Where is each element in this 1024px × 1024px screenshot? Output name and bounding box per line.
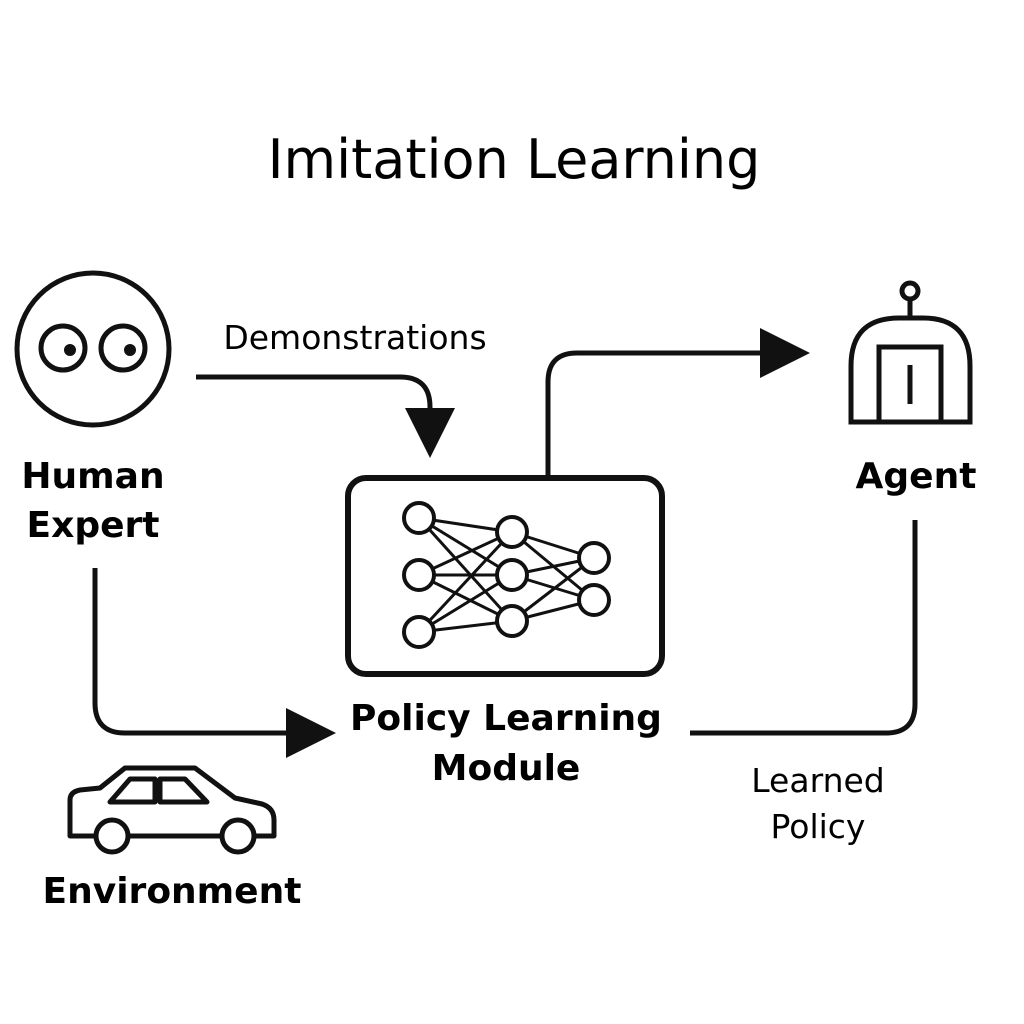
diagram-title: Imitation Learning — [268, 128, 761, 191]
learned-policy-label-line2: Policy — [771, 807, 866, 846]
neural-network-icon — [402, 501, 611, 649]
environment-label: Environment — [43, 871, 302, 912]
human-expert-label-line2: Expert — [27, 505, 160, 546]
policy-learning-module-label-line2: Module — [432, 748, 581, 789]
policy-learning-module-label-line1: Policy Learning — [350, 698, 662, 739]
learned-policy-label-line1: Learned — [751, 761, 884, 800]
car-icon — [67, 765, 277, 855]
agent-label: Agent — [856, 456, 977, 497]
human-expert-label-line1: Human — [21, 456, 164, 497]
learned-policy-line — [690, 520, 918, 736]
face-icon — [14, 270, 172, 428]
robot-icon — [848, 280, 973, 425]
demonstrations-label: Demonstrations — [223, 318, 486, 357]
policy-learning-module-box — [345, 475, 665, 677]
demonstrations-arrow — [196, 374, 455, 458]
environment-arrow — [92, 568, 336, 758]
module-to-agent-arrow — [545, 328, 810, 476]
